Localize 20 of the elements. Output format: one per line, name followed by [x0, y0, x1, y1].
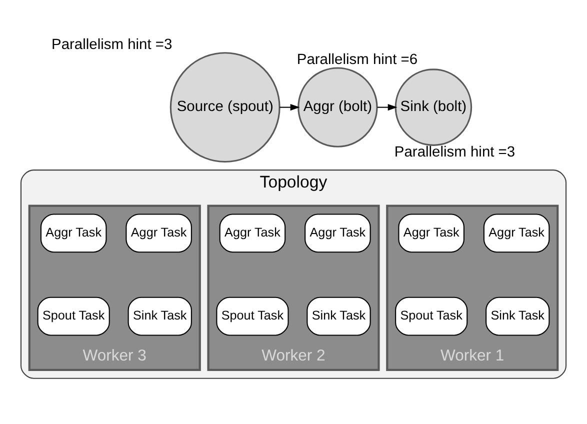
node-box: Aggr Task [126, 214, 192, 253]
arrow [280, 104, 300, 111]
node-label: Parallelism hint =3 [394, 144, 516, 161]
node-box: Aggr Task [483, 214, 550, 253]
node-box: Aggr Task [219, 214, 286, 253]
node-box: Spout Task [395, 296, 468, 336]
node-box: Sink Task [486, 296, 550, 336]
arrow [377, 104, 398, 111]
node-circle: Source (spout) [170, 52, 280, 163]
node-label: Parallelism hint =3 [52, 36, 172, 53]
node-box: Spout Task [216, 296, 289, 336]
node-box: Spout Task [37, 296, 110, 336]
node-circle: Aggr (bolt) [298, 67, 378, 148]
node-box: Aggr Task [304, 214, 371, 253]
node-circle: Sink (bolt) [394, 68, 472, 146]
node-label: Parallelism hint =6 [296, 52, 418, 68]
node-box: Sink Task [306, 296, 371, 336]
node-box: Aggr Task [40, 214, 107, 253]
node-box: Sink Task [128, 296, 192, 336]
node-box: Aggr Task [398, 214, 464, 253]
